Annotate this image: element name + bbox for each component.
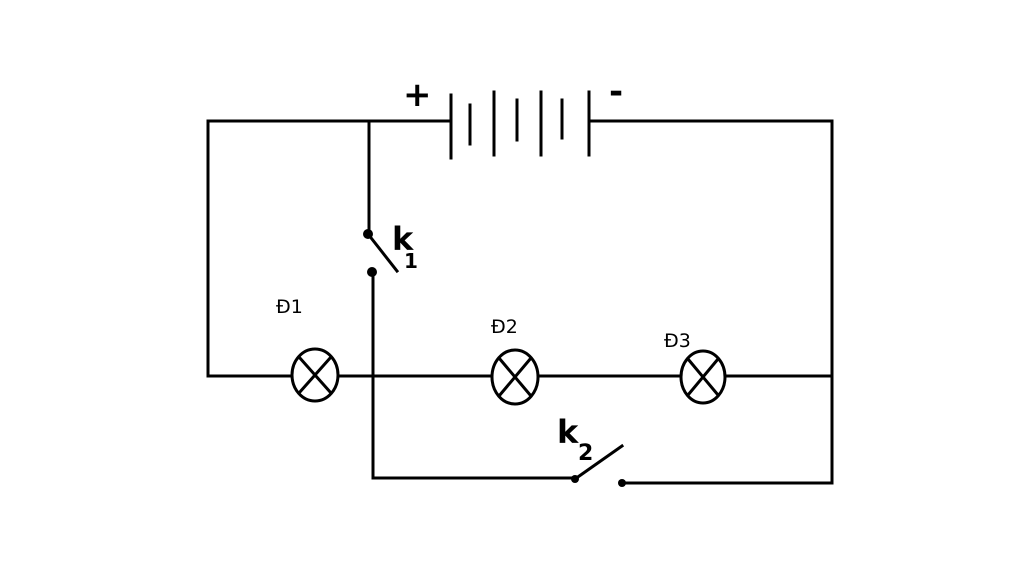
switch-k2-label: k <box>557 413 579 451</box>
lamp-d3-label: Đ3 <box>664 330 691 352</box>
switch-k1-label-subscript: 1 <box>404 249 418 273</box>
switch-k2-contact-right <box>618 479 626 487</box>
wires <box>206 119 834 485</box>
battery: + - <box>403 72 623 160</box>
switch-k1: k 1 <box>363 220 418 277</box>
switch-k1-label: k <box>392 220 414 258</box>
switch-k1-blade <box>365 231 400 274</box>
lamp-d1-label: Đ1 <box>276 296 303 318</box>
battery-minus-sign: - <box>609 72 623 112</box>
switch-k2: k 2 <box>557 413 626 487</box>
switch-k2-blade <box>572 443 625 482</box>
lamp-d2: Đ2 <box>490 316 540 406</box>
lamp-d2-cross <box>497 357 533 397</box>
lamp-d3-cross <box>686 358 720 396</box>
battery-plus-sign: + <box>403 75 432 115</box>
switch-k1-contact-bottom <box>367 267 377 277</box>
lamp-d2-label: Đ2 <box>491 316 518 338</box>
lamp-d1: Đ1 <box>276 296 340 403</box>
switch-k2-label-subscript: 2 <box>578 441 593 466</box>
lamp-d3: Đ3 <box>664 330 727 405</box>
lamp-d1-cross <box>297 356 333 394</box>
